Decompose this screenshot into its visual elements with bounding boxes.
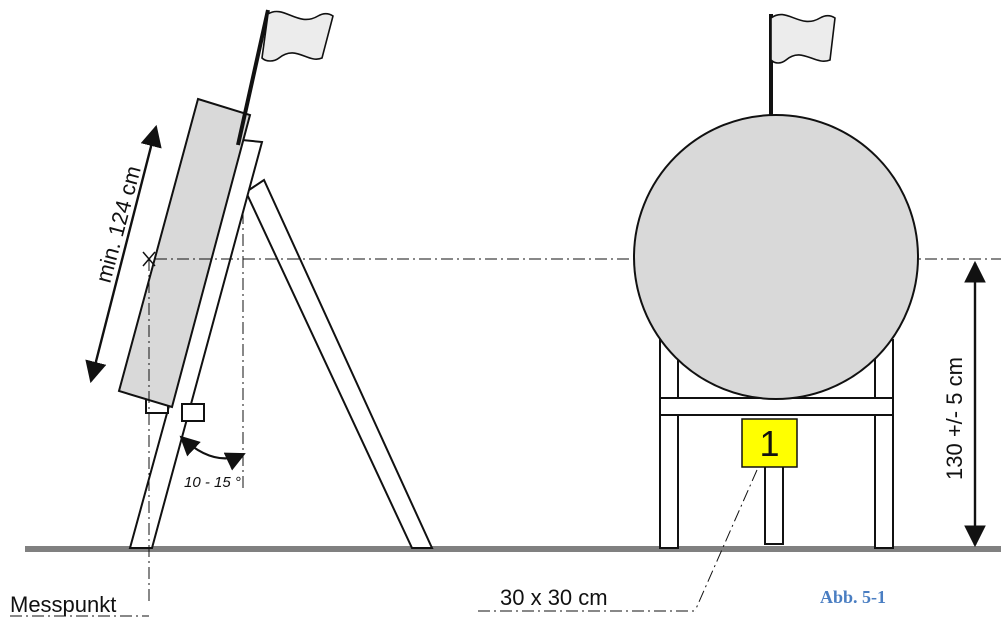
measuring-point-label: Messpunkt (10, 592, 116, 617)
number-plate-post (764, 465, 784, 545)
target-number: 1 (759, 423, 779, 464)
stand-leg-left (659, 339, 679, 549)
front-view-target-stand: 1 (633, 13, 919, 549)
height-label: 130 +/- 5 cm (942, 357, 967, 480)
flag-pole (236, 9, 270, 146)
tilt-angle-arc (179, 435, 246, 471)
target-number-plate (741, 418, 798, 468)
plate-size-label: 30 x 30 cm (500, 585, 608, 610)
stand-leg-right (874, 339, 894, 549)
ground-line (25, 546, 1001, 552)
plate-size-leader (694, 469, 758, 612)
stand-crossbar (659, 397, 894, 416)
easel-back-leg (244, 178, 434, 549)
figure-caption: Abb. 5-1 (820, 587, 886, 607)
support-block (181, 403, 205, 422)
length-dimension-arrow (85, 124, 162, 384)
flag-icon (770, 13, 836, 64)
length-label: min. 124 cm (91, 163, 146, 285)
tilt-angle-label: 10 - 15 ° (184, 474, 241, 491)
flag-icon (261, 10, 334, 62)
target-face-front (633, 114, 919, 400)
side-view-target-stand (117, 9, 434, 549)
